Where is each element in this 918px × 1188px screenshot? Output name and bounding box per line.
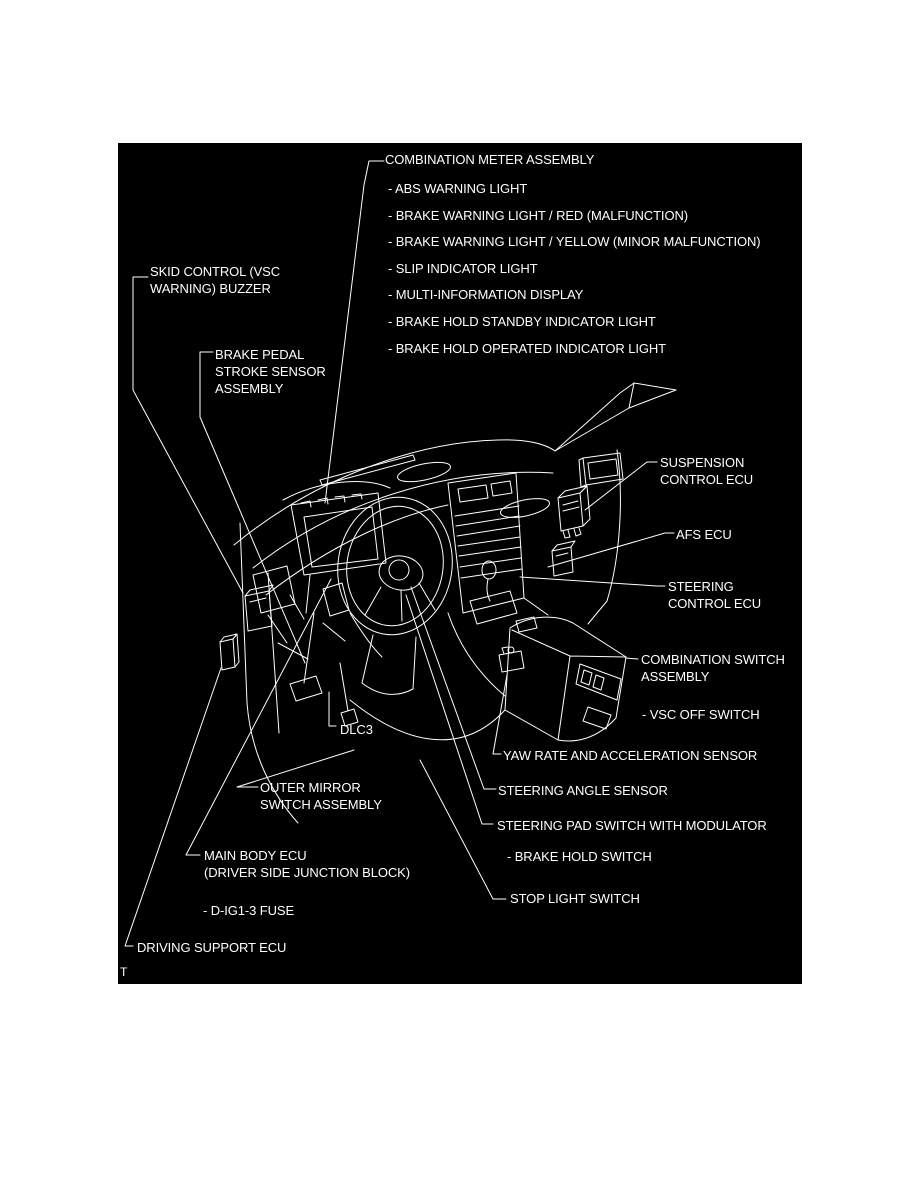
label-stop-light-switch: STOP LIGHT SWITCH xyxy=(510,891,640,906)
label-steering-control-ecu: STEERING CONTROL ECU xyxy=(668,579,762,611)
center-console xyxy=(349,560,549,741)
instrument-cluster xyxy=(282,481,391,576)
steering-wheel xyxy=(337,496,453,695)
component-location-diagram: COMBINATION METER ASSEMBLY - ABS WARNING… xyxy=(118,143,802,984)
label-steering-pad-switch: STEERING PAD SWITCH WITH MODULATOR xyxy=(497,818,767,833)
label-yaw-rate-acceleration-sensor: YAW RATE AND ACCELERATION SENSOR xyxy=(503,748,758,763)
driving-support-ecu-box xyxy=(219,633,240,671)
label-brake-warning-light-red: - BRAKE WARNING LIGHT / RED (MALFUNCTION… xyxy=(388,207,688,223)
label-dlc3: DLC3 xyxy=(340,722,373,737)
label-brake-warning-light-yellow: - BRAKE WARNING LIGHT / YELLOW (MINOR MA… xyxy=(388,234,761,250)
label-skid-control-buzzer: SKID CONTROL (VSC WARNING) BUZZER xyxy=(150,264,281,296)
label-outer-mirror-switch-assembly: OUTER MIRROR SWITCH ASSEMBLY xyxy=(260,780,382,812)
label-brake-pedal-stroke-sensor: BRAKE PEDAL STROKE SENSOR ASSEMBLY xyxy=(215,347,326,396)
label-combination-switch-assembly: COMBINATION SWITCH ASSEMBLY xyxy=(641,652,785,684)
label-d-ig1-3-fuse: - D-IG1-3 FUSE xyxy=(203,903,295,918)
dashboard-line-art xyxy=(124,160,677,947)
label-slip-indicator-light: - SLIP INDICATOR LIGHT xyxy=(388,260,538,276)
label-vsc-off-switch: - VSC OFF SWITCH xyxy=(642,707,760,722)
dash-side-vent-panel xyxy=(578,452,624,488)
under-dash-components xyxy=(252,565,383,727)
label-driving-support-ecu: DRIVING SUPPORT ECU xyxy=(137,940,287,955)
label-abs-warning-light: - ABS WARNING LIGHT xyxy=(388,181,528,196)
label-brake-hold-operated-indicator: - BRAKE HOLD OPERATED INDICATOR LIGHT xyxy=(388,340,667,356)
label-afs-ecu: AFS ECU xyxy=(676,527,732,542)
leader-lines xyxy=(124,160,675,947)
label-multi-information-display: - MULTI-INFORMATION DISPLAY xyxy=(388,287,584,303)
console-rear-box xyxy=(504,616,627,742)
label-combination-meter-assembly: COMBINATION METER ASSEMBLY xyxy=(385,152,595,167)
center-stack xyxy=(447,472,525,614)
vsc-buzzer-box xyxy=(244,584,274,632)
meter-sub-item-list: - ABS WARNING LIGHT - BRAKE WARNING LIGH… xyxy=(388,176,761,362)
label-steering-angle-sensor: STEERING ANGLE SENSOR xyxy=(498,783,668,798)
yaw-rate-sensor-box xyxy=(498,646,525,673)
label-suspension-control-ecu: SUSPENSION CONTROL ECU xyxy=(660,455,754,487)
label-brake-hold-standby-indicator: - BRAKE HOLD STANDBY INDICATOR LIGHT xyxy=(388,313,656,329)
afs-ecu-box xyxy=(551,540,576,577)
label-main-body-ecu: MAIN BODY ECU (DRIVER SIDE JUNCTION BLOC… xyxy=(204,848,410,880)
label-brake-hold-switch: - BRAKE HOLD SWITCH xyxy=(507,849,652,864)
suspension-control-ecu-box xyxy=(557,485,591,539)
dashboard-body xyxy=(233,382,677,824)
page-corner-mark: T xyxy=(120,965,128,979)
